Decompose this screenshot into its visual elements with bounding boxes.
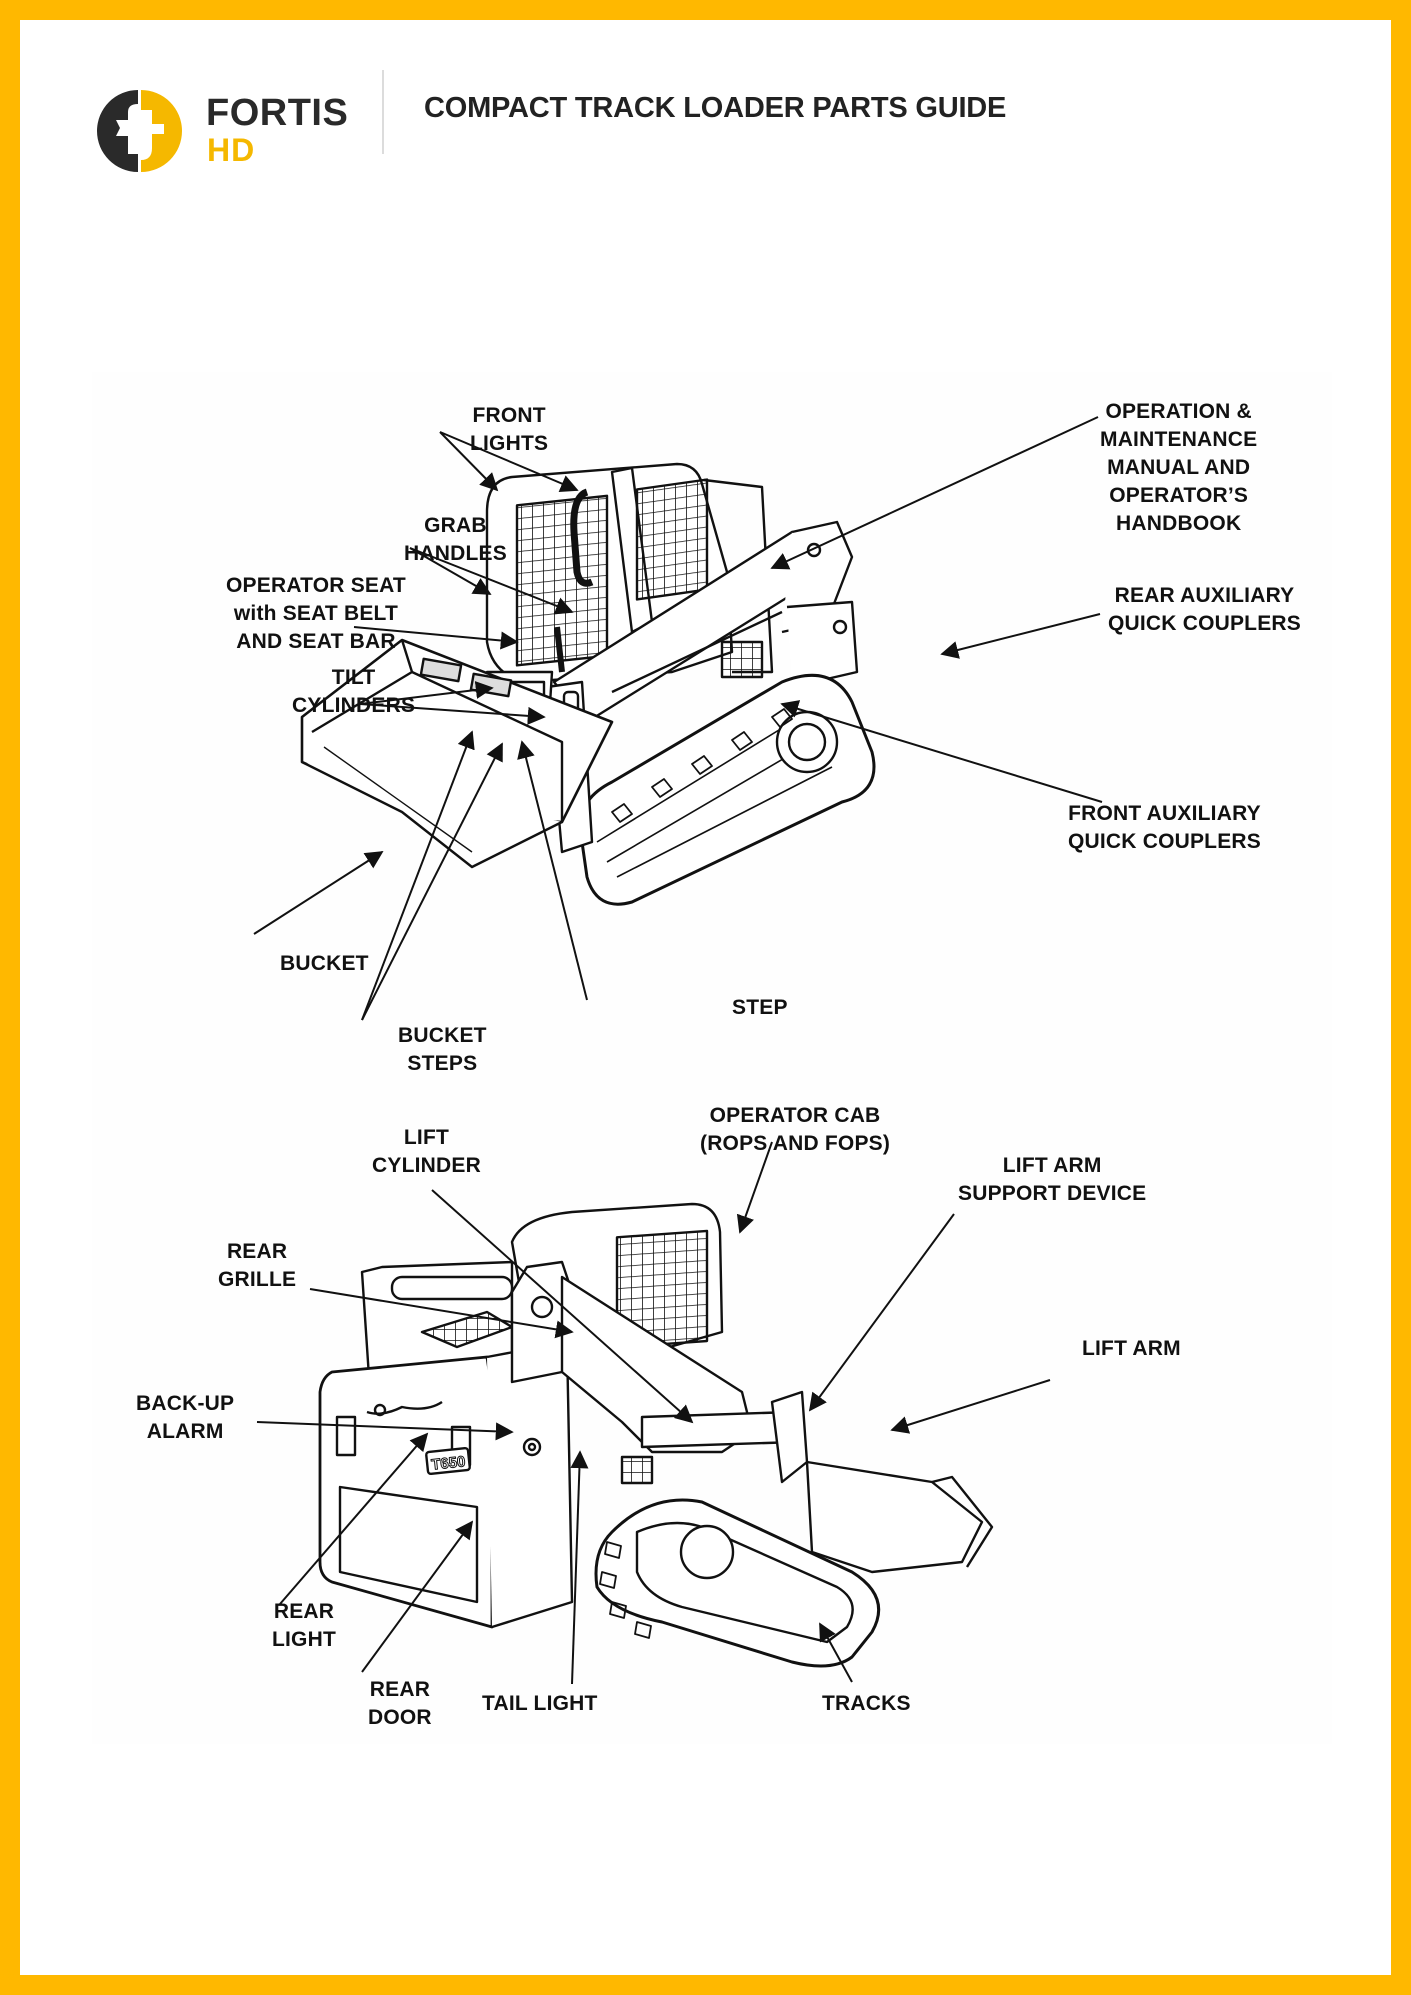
label-tracks: TRACKS	[822, 1692, 911, 1715]
label-rear-door: REAR DOOR	[368, 1678, 432, 1729]
leader-step	[517, 740, 588, 1001]
leader-tilt-cylinders-1	[359, 681, 494, 705]
label-rear-grille: REAR GRILLE	[218, 1240, 297, 1291]
front-cab	[485, 462, 774, 684]
leader-lift-arm-support	[808, 1213, 955, 1412]
page-header: FORTIS HD COMPACT TRACK LOADER PARTS GUI…	[20, 20, 1391, 180]
rear-view-drawing: T650	[318, 1202, 994, 1668]
parts-diagram: T650	[92, 372, 1332, 1744]
rear-leader-lines	[256, 1141, 1051, 1685]
label-tail-light: TAIL LIGHT	[482, 1692, 598, 1715]
label-lift-arm: LIFT ARM	[1082, 1337, 1181, 1360]
rear-body: T650	[318, 1260, 574, 1629]
leader-rear-light	[279, 1432, 429, 1605]
leader-tracks	[819, 1622, 853, 1683]
label-grab-handles: GRAB HANDLES	[404, 514, 507, 565]
front-lift-arm	[552, 520, 859, 724]
leader-lift-cylinder	[431, 1189, 694, 1424]
label-operator-seat: OPERATOR SEAT with SEAT BELT AND SEAT BA…	[226, 574, 406, 653]
label-bucket: BUCKET	[280, 952, 369, 975]
logo-word-hd: HD	[207, 132, 256, 168]
leader-front-lights-2	[439, 431, 579, 492]
label-rear-light: REAR LIGHT	[272, 1600, 336, 1651]
leader-manual	[770, 416, 1099, 570]
label-lift-arm-support: LIFT ARM SUPPORT DEVICE	[958, 1154, 1147, 1205]
leader-operator-cab	[736, 1141, 773, 1234]
page-title: COMPACT TRACK LOADER PARTS GUIDE	[424, 92, 1007, 124]
leader-grab-handles-1	[409, 547, 492, 595]
leader-rear-aux-couplers	[940, 613, 1101, 659]
leader-bucket-steps-1	[361, 730, 475, 1021]
front-track	[578, 673, 876, 906]
leader-rear-grille	[309, 1288, 574, 1339]
front-view-drawing	[300, 462, 876, 906]
label-step: STEP	[732, 996, 788, 1019]
leader-operator-seat	[353, 626, 519, 650]
parts-guide-page: FORTIS HD COMPACT TRACK LOADER PARTS GUI…	[20, 20, 1391, 1975]
leader-front-aux-couplers	[780, 700, 1103, 803]
label-backup-alarm: BACK-UP ALARM	[136, 1392, 235, 1443]
leader-tilt-cylinders-2	[359, 703, 546, 725]
leader-bucket-steps-2	[361, 742, 503, 1021]
rear-track	[594, 1498, 881, 1668]
logo-mark-icon	[97, 90, 182, 172]
label-operator-cab: OPERATOR CAB (ROPS AND FOPS)	[700, 1104, 891, 1155]
front-leader-lines	[253, 416, 1103, 1021]
leader-backup-alarm	[256, 1421, 514, 1441]
label-lift-cylinder: LIFT CYLINDER	[372, 1126, 481, 1177]
leader-rear-door	[361, 1520, 474, 1673]
label-manual: OPERATION & MAINTENANCE MANUAL AND OPERA…	[1100, 400, 1258, 535]
fortis-hd-logo[interactable]: FORTIS HD	[76, 66, 366, 176]
logo-word-fortis: FORTIS	[206, 92, 349, 134]
rear-bucket	[805, 1460, 994, 1574]
label-tilt-cylinders: TILT CYLINDERS	[292, 666, 416, 717]
loader-line-drawings: T650	[253, 416, 1103, 1685]
model-badge: T650	[430, 1453, 466, 1473]
label-front-aux-couplers: FRONT AUXILIARY QUICK COUPLERS	[1068, 802, 1261, 853]
leader-grab-handles-2	[409, 547, 574, 615]
leader-tail-light	[570, 1450, 589, 1685]
leader-bucket	[253, 851, 384, 935]
label-bucket-steps: BUCKET STEPS	[398, 1024, 487, 1075]
leader-lift-arm	[890, 1379, 1051, 1434]
header-divider	[382, 70, 384, 154]
label-rear-aux-couplers: REAR AUXILIARY QUICK COUPLERS	[1108, 584, 1301, 635]
front-bucket	[300, 638, 614, 869]
leader-front-lights-1	[439, 431, 499, 492]
label-front-lights: FRONT LIGHTS	[470, 404, 549, 455]
